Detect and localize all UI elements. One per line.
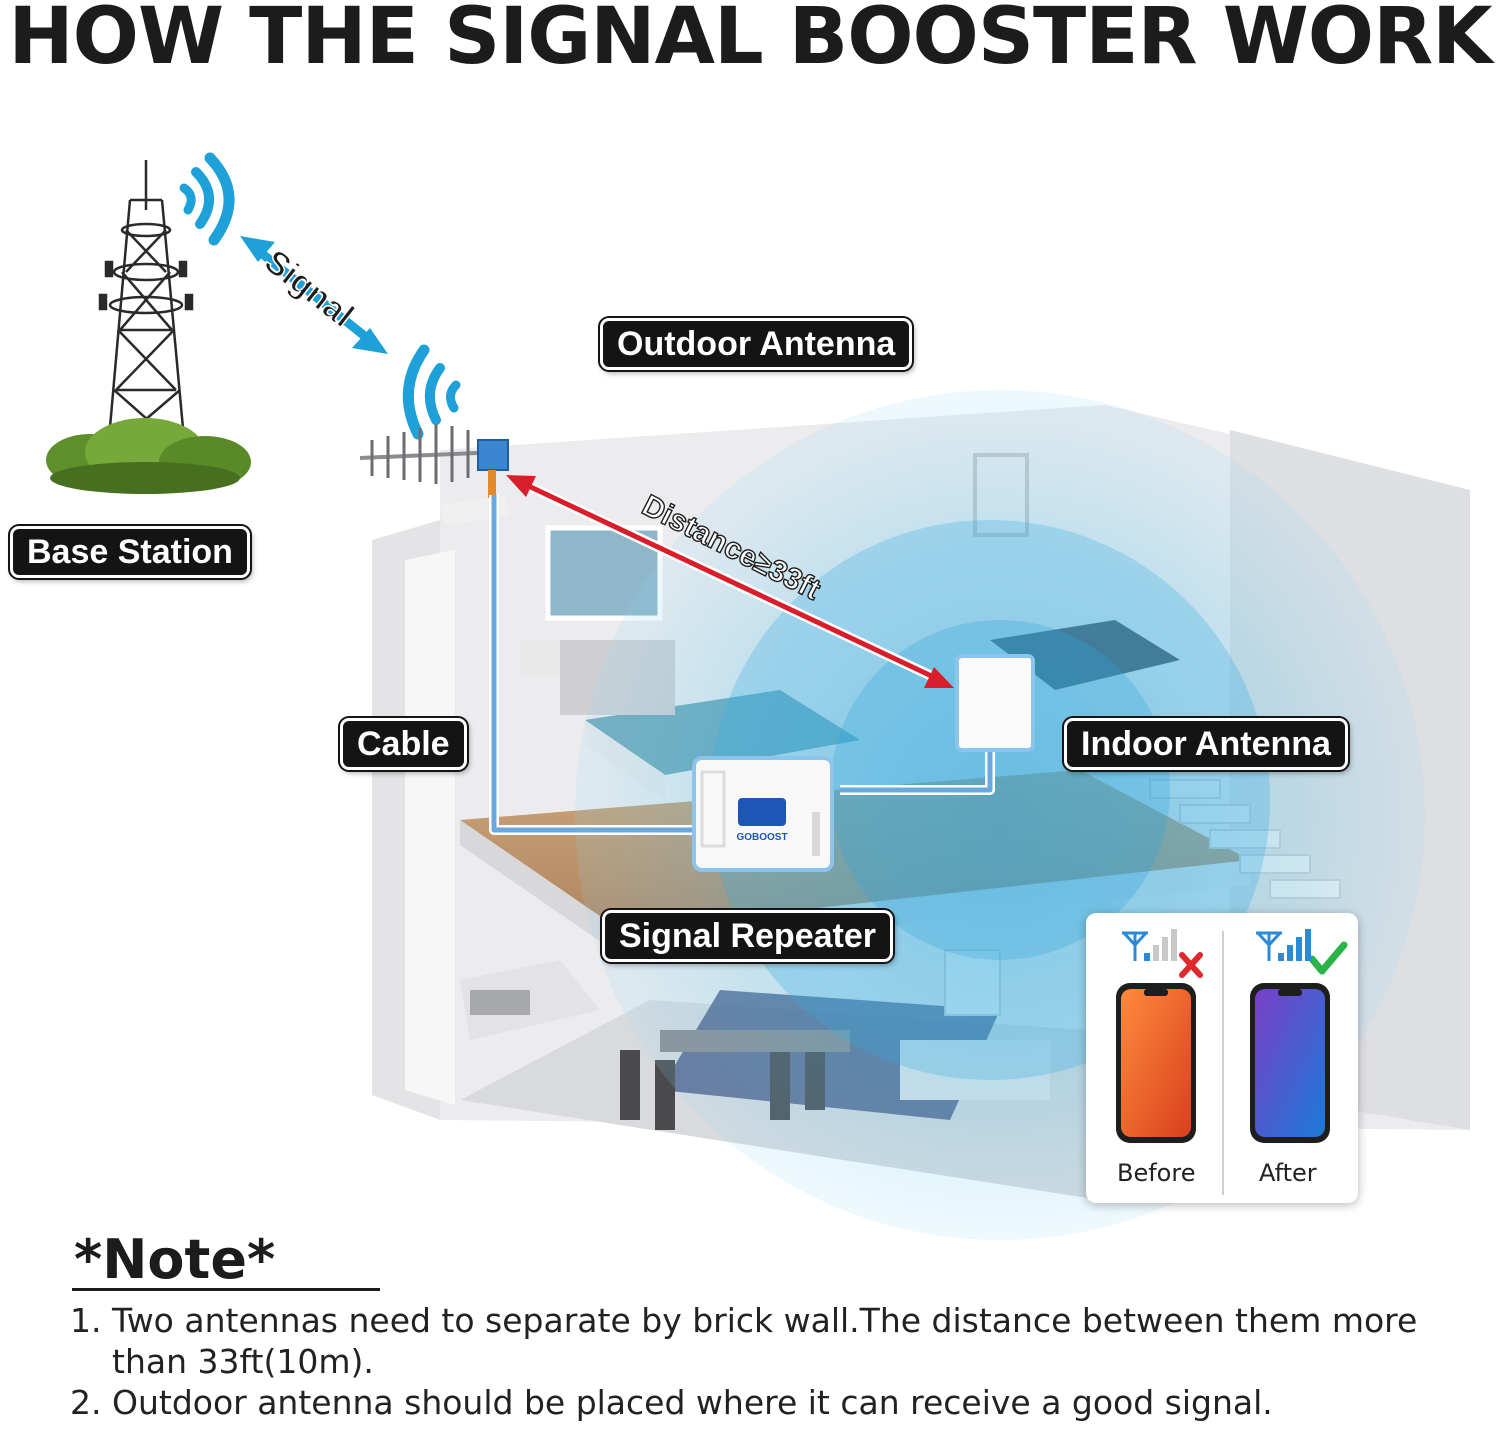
note-item: 2. Outdoor antenna should be placed wher… xyxy=(70,1382,1470,1423)
signal-bar xyxy=(1144,953,1150,961)
check-icon xyxy=(1308,941,1348,975)
page-title: HOW THE SIGNAL BOOSTER WORK xyxy=(8,0,1492,82)
bushes xyxy=(46,418,251,494)
note-title: *Note* xyxy=(74,1228,276,1291)
note-text: Two antennas need to separate by brick w… xyxy=(112,1301,1418,1381)
after-signal-bars xyxy=(1278,929,1311,961)
signal-bar xyxy=(1287,945,1293,961)
note-item: 1. Two antennas need to separate by bric… xyxy=(70,1300,1470,1382)
signal-bar xyxy=(1305,929,1311,961)
antenna-signal-icon xyxy=(402,344,461,440)
signal-arrow-label: Signal xyxy=(257,242,361,335)
note-number: 1. xyxy=(70,1301,102,1340)
tower-signal-icon xyxy=(179,152,235,246)
signal-bar xyxy=(1153,945,1159,961)
after-antenna-icon xyxy=(1256,931,1282,961)
signal-bar xyxy=(1171,929,1177,961)
cable-label: Cable xyxy=(340,718,467,770)
note-underline xyxy=(72,1288,380,1291)
before-label: Before xyxy=(1117,1159,1196,1187)
before-after-card: Before After xyxy=(1086,913,1358,1203)
after-label: After xyxy=(1259,1159,1317,1187)
note-number: 2. xyxy=(70,1383,102,1422)
outdoor-antenna-device xyxy=(359,424,509,498)
signal-repeater-label: Signal Repeater xyxy=(602,910,893,962)
after-phone xyxy=(1250,983,1330,1143)
signal-bar xyxy=(1162,937,1168,961)
cross-icon xyxy=(1179,952,1203,978)
before-phone xyxy=(1116,983,1196,1143)
signal-bar xyxy=(1296,937,1302,961)
distance-arrow xyxy=(506,475,954,688)
before-antenna-icon xyxy=(1122,931,1148,961)
note-list: 1. Two antennas need to separate by bric… xyxy=(70,1300,1470,1423)
repeater-brand-text: GOBOOST xyxy=(736,832,787,843)
indoor-antenna-device xyxy=(955,654,1035,752)
base-station-label: Base Station xyxy=(10,526,250,578)
before-after-graphics xyxy=(1116,929,1348,1195)
signal-bar xyxy=(1278,953,1284,961)
before-signal-bars xyxy=(1144,929,1177,961)
outdoor-antenna-label: Outdoor Antenna xyxy=(600,318,913,370)
tower-illustration xyxy=(98,160,194,451)
signal-repeater-device: GOBOOST xyxy=(692,756,834,872)
indoor-antenna-label: Indoor Antenna xyxy=(1064,718,1348,770)
signal-arrow xyxy=(240,236,388,354)
note-text: Outdoor antenna should be placed where i… xyxy=(112,1383,1273,1422)
